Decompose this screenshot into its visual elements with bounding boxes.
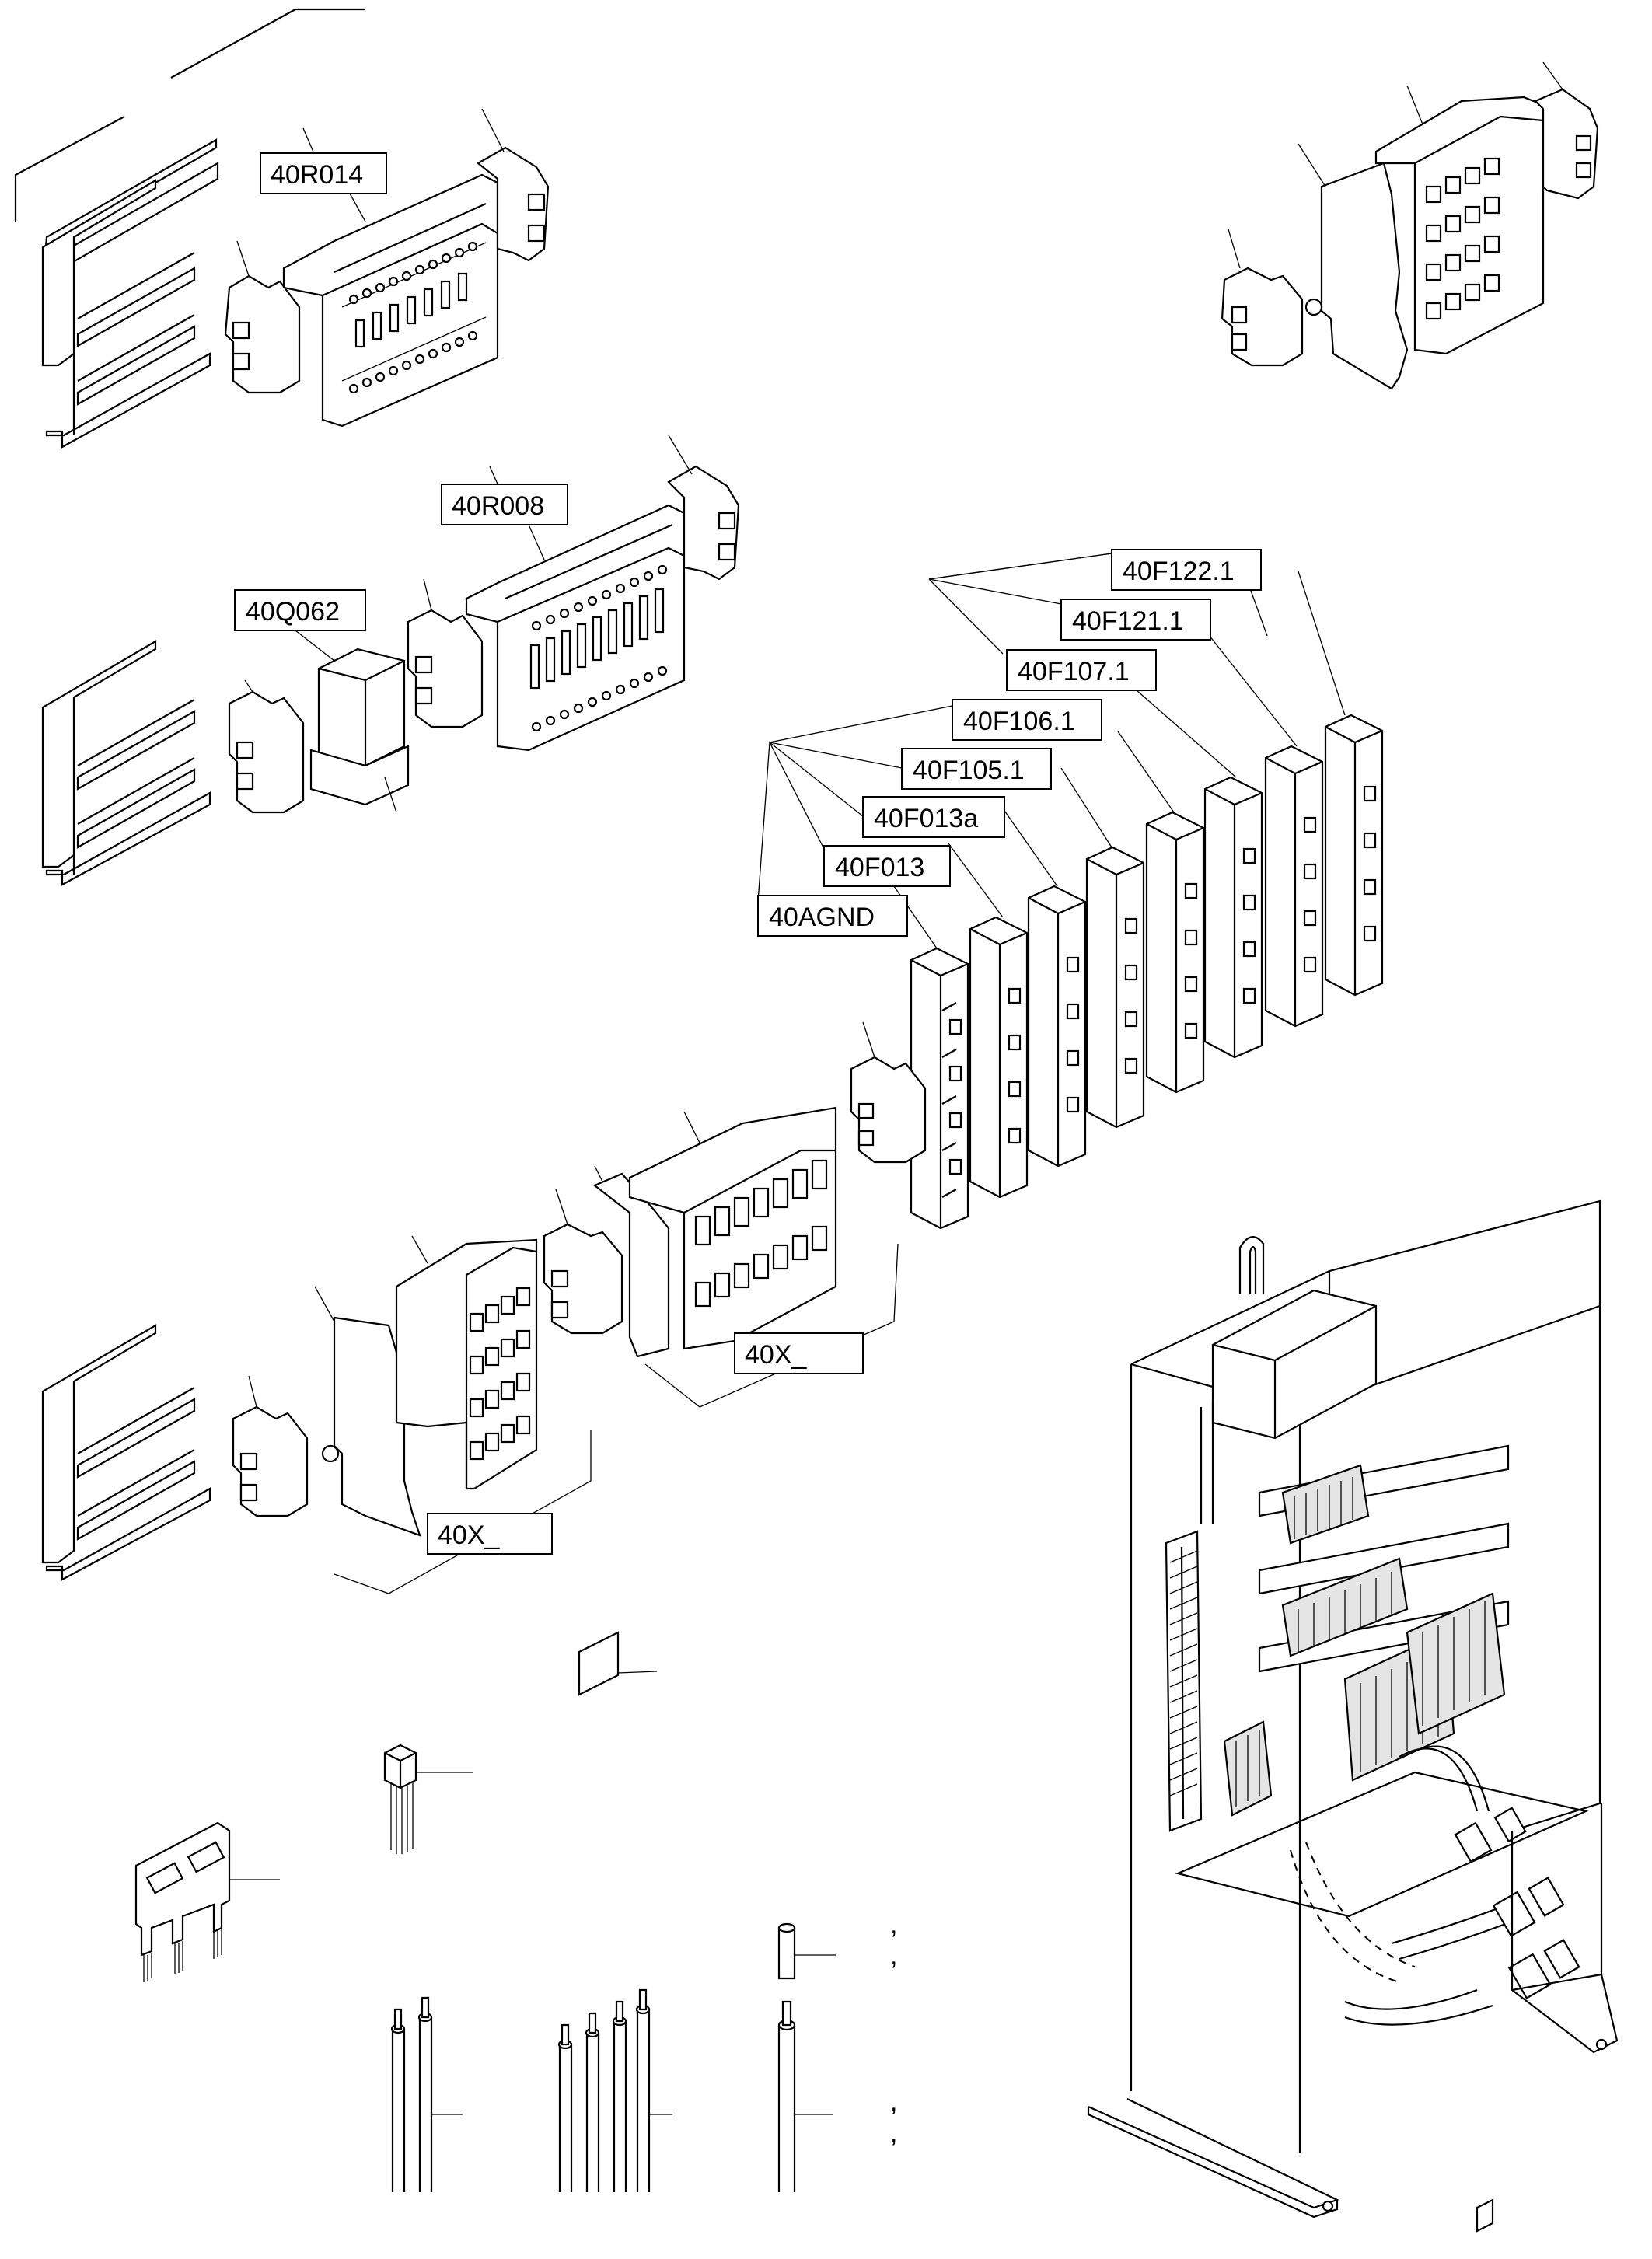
label-40F013: 40F013 (823, 845, 951, 887)
terminal-screws-row-top (348, 241, 478, 305)
resistors (354, 272, 468, 348)
small-component-cube (383, 1744, 473, 1854)
din-rail-1 (41, 138, 219, 449)
strip-ridges (1169, 1550, 1198, 1796)
label-40X-upper: 40X_ (734, 1332, 864, 1374)
terminal-group-middle (543, 1106, 899, 1408)
label-text-40AGND: 40AGND (769, 903, 875, 932)
terminal-screws-row-bottom (348, 330, 478, 394)
label-text-40R014: 40R014 (271, 160, 363, 190)
label-text-40Q062: 40Q062 (246, 597, 340, 627)
label-40F122.1: 40F122.1 (1111, 549, 1262, 591)
leader-lines-upper (928, 553, 1346, 778)
label-40F106.1: 40F106.1 (952, 699, 1102, 741)
cable-gland-1 (1454, 1807, 1527, 1863)
din-rail-3 (41, 1324, 211, 1581)
resistor-module-40R014 (224, 108, 550, 428)
internal-terminal-block-1 (1281, 1464, 1370, 1545)
comma-3: , (890, 2087, 897, 2117)
cable-gland-3 (1507, 1939, 1580, 1999)
fuse-terminal-40F105.1 (1085, 846, 1145, 1129)
label-40F121.1: 40F121.1 (1060, 599, 1211, 641)
internal-terminal-block-2 (1281, 1557, 1409, 1657)
label-text-40F105.1: 40F105.1 (913, 756, 1025, 785)
label-40F013a: 40F013a (862, 796, 1005, 838)
fuse-slots (694, 1159, 828, 1308)
terminal-screws-row-top (531, 564, 668, 631)
label-40R014: 40R014 (260, 152, 387, 222)
cable-two-core (390, 1996, 463, 2192)
terminal-group-top-right (1221, 61, 1599, 390)
din-rail-2 (41, 640, 211, 886)
label-40R008: 40R008 (441, 484, 568, 560)
fuse-terminal-40F121.1 (1264, 745, 1324, 1028)
cable-gland-2 (1492, 1877, 1565, 1937)
label-text-40X-upper: 40X_ (745, 1340, 807, 1370)
label-40F105.1: 40F105.1 (901, 748, 1052, 790)
fuse-terminal-40F106.1 (1145, 811, 1205, 1094)
label-text-40F122.1: 40F122.1 (1123, 557, 1235, 586)
internal-terminal-block-4 (1406, 1592, 1506, 1735)
comma-2: , (890, 1941, 897, 1971)
frame-corner-lines (14, 8, 365, 222)
label-40X-lower: 40X_ (427, 1513, 553, 1555)
label-text-40X-lower: 40X_ (438, 1521, 500, 1550)
label-text-40F013: 40F013 (835, 853, 924, 882)
terminal-group-lower-left (232, 1235, 592, 1594)
resistors (529, 588, 665, 690)
jumper-bridge (134, 1821, 280, 1982)
fuse-terminal-40F107.1 (1203, 776, 1263, 1059)
part-commas: , , , , (890, 1910, 897, 2148)
cable-single-core (777, 2000, 833, 2192)
comma-1: , (890, 1910, 897, 1940)
fuse-terminal-40F122.1 (1324, 714, 1384, 997)
comma-4: , (890, 2118, 897, 2148)
terminal-screws-row-bottom (531, 665, 668, 732)
relay-40Q062 (228, 648, 410, 814)
label-text-40F121.1: 40F121.1 (1072, 606, 1184, 636)
resistor-module-40R008 (407, 435, 740, 752)
cable-four-core (557, 1988, 672, 2192)
internal-terminal-block-5 (1223, 1720, 1273, 1817)
cabinet-assembly (1087, 1199, 1619, 2233)
label-text-40F106.1: 40F106.1 (963, 707, 1075, 736)
label-text-40F013a: 40F013a (874, 804, 978, 833)
leader-lines-lower (757, 705, 1175, 949)
terminal-slot-grid (469, 1287, 531, 1461)
label-40AGND: 40AGND (757, 895, 908, 937)
fuse-terminal-40AGND (910, 947, 969, 1230)
terminal-slot-grid (1425, 157, 1500, 320)
label-40F107.1: 40F107.1 (1006, 649, 1157, 691)
label-text-40R008: 40R008 (452, 491, 544, 521)
fuse-terminal-blocks (850, 714, 1384, 1230)
label-text-40F107.1: 40F107.1 (1018, 657, 1130, 686)
fuse-terminal-40F013a (1027, 885, 1087, 1168)
fuse-terminal-40F013 (969, 916, 1029, 1199)
marker-card (578, 1631, 658, 1696)
label-40Q062: 40Q062 (234, 589, 366, 662)
wire-ferrule (777, 1922, 836, 1980)
